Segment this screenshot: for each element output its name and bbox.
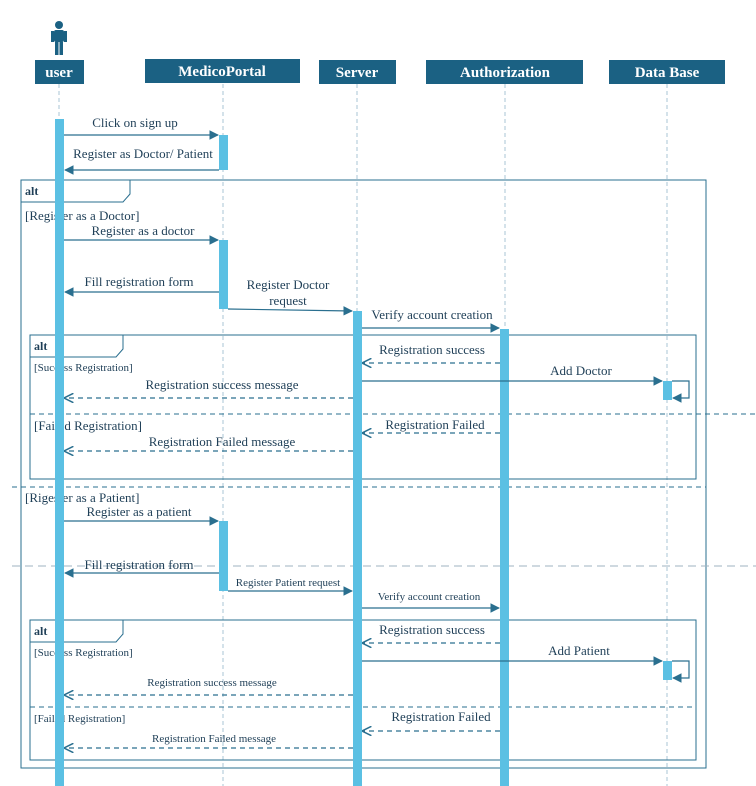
messages — [64, 130, 690, 748]
activation-portal-3 — [219, 521, 228, 591]
msg-reg-failed-1-label: Registration Failed — [385, 417, 485, 432]
participant-auth-label: Authorization — [460, 65, 551, 81]
inner-guard-success-1: [Success Registration] — [34, 362, 133, 374]
inner-guard-failed-2: [Failed Registration] — [34, 713, 125, 725]
msg-click-signup-label: Click on sign up — [92, 115, 178, 130]
msg-reg-success-1-label: Registration success — [379, 342, 485, 357]
inner-alt-keyword-1: alt — [34, 339, 47, 353]
msg-register-patient-label: Register as a patient — [86, 504, 191, 519]
msg-register-as-label: Register as Doctor/ Patient — [73, 146, 213, 161]
message-labels: Click on sign up Register as Doctor/ Pat… — [73, 115, 612, 745]
inner-guard-failed-1: [Failed Registration] — [34, 418, 142, 433]
activation-portal-1 — [219, 135, 228, 170]
msg-reg-success-msg-1-label: Registration success message — [145, 377, 298, 392]
inner-guard-success-2: [Success Registration] — [34, 647, 133, 659]
participant-server — [319, 60, 396, 84]
activation-bars — [55, 119, 672, 786]
outer-guard-doctor: [Register as a Doctor] — [25, 208, 139, 223]
outer-alt-fragment — [12, 179, 756, 769]
msg-reg-failed-msg-1-label: Registration Failed message — [149, 434, 296, 449]
participant-user — [35, 60, 84, 84]
msg-fill-form-2-label: Fill registration form — [84, 557, 193, 572]
msg-db-self-2-arrow — [672, 660, 690, 683]
participant-auth — [426, 60, 583, 84]
msg-register-doctor-label: Register as a doctor — [92, 223, 196, 238]
participant-portal — [145, 59, 300, 83]
msg-register-doctor-request-line2: request — [269, 293, 307, 308]
inner-alt-fragment-patient — [29, 619, 697, 761]
msg-reg-success-msg-2-label: Registration success message — [147, 677, 277, 689]
activation-user — [55, 119, 64, 786]
outer-guard-patient: [Rigester as a Patient] — [25, 490, 139, 505]
participant-user-label: user — [45, 65, 73, 81]
activation-db-1 — [663, 381, 672, 400]
msg-register-doctor-request-line1: Register Doctor — [247, 277, 330, 292]
inner-alt-keyword-2: alt — [34, 624, 47, 638]
participant-server-label: Server — [336, 65, 379, 81]
activation-portal-2 — [219, 240, 228, 309]
participant-db — [609, 60, 725, 84]
outer-alt-keyword: alt — [25, 184, 38, 198]
msg-register-doctor-request-arrow — [227, 306, 353, 316]
msg-reg-success-2-label: Registration success — [379, 622, 485, 637]
msg-reg-failed-msg-2-label: Registration Failed message — [152, 733, 276, 745]
activation-auth — [500, 329, 509, 786]
msg-verify-2-label: Verify account creation — [378, 591, 481, 603]
participant-db-label: Data Base — [635, 65, 700, 81]
msg-reg-failed-2-label: Registration Failed — [391, 709, 491, 724]
msg-register-patient-request-label: Register Patient request — [236, 577, 340, 589]
participant-portal-label: MedicoPortal — [178, 64, 265, 80]
actor-icon — [51, 21, 67, 55]
msg-add-patient-label: Add Patient — [548, 643, 610, 658]
msg-add-doctor-label: Add Doctor — [550, 363, 612, 378]
inner-alt-fragment-doctor — [29, 334, 756, 480]
activation-server — [353, 311, 362, 786]
participant-headers: user MedicoPortal Server Authorization D… — [35, 21, 725, 84]
activation-db-2 — [663, 661, 672, 680]
msg-verify-1-label: Verify account creation — [371, 307, 493, 322]
msg-db-self-1-arrow — [672, 380, 690, 403]
msg-fill-form-1-label: Fill registration form — [84, 274, 193, 289]
